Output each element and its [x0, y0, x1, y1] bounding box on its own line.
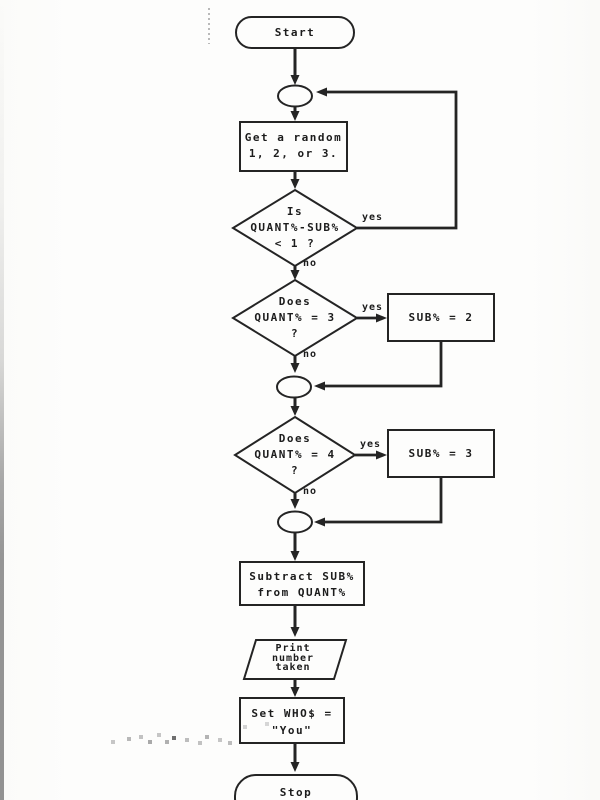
arrowhead-down	[290, 499, 300, 509]
decision-1-line-2: QUANT%-SUB%	[250, 221, 340, 234]
edge-connector1-to-getrandom	[290, 107, 300, 121]
decision-1-no-label: no	[303, 258, 318, 269]
arrowhead-down	[290, 363, 300, 373]
sub-is-2-label: SUB% = 2	[408, 311, 474, 324]
print-io-shape	[242, 639, 348, 680]
arrowhead-down	[290, 762, 300, 772]
start-label: Start	[274, 26, 316, 39]
edge-subtract-to-print	[290, 605, 300, 637]
stop-terminator-shape	[234, 774, 358, 800]
arrowhead-left	[314, 517, 325, 527]
decision-1-line-3: < 1 ?	[274, 237, 316, 250]
edge-decision1-yes-loop	[316, 87, 458, 230]
edge-decision3-no	[290, 493, 300, 509]
arrowhead-down	[290, 270, 300, 280]
decision-3-line-3: ?	[290, 464, 300, 477]
edge-sub3-to-connector3	[314, 477, 443, 527]
edge-decision2-yes	[357, 313, 387, 323]
subtract-line-2: from QUANT%	[257, 586, 347, 599]
get-random-process-shape	[239, 121, 348, 172]
edge-connector2-to-decision3	[290, 398, 300, 416]
edge-decision2-no	[290, 356, 300, 373]
arrowhead-down	[290, 111, 300, 121]
subtract-line-1: Subtract SUB%	[249, 570, 355, 583]
arrowhead-down	[290, 406, 300, 416]
subtract-process-shape	[239, 561, 365, 606]
decision-2-line-3: ?	[290, 327, 300, 340]
get-random-line-1: Get a random	[244, 131, 343, 144]
print-line-1: Print	[275, 643, 311, 654]
arrowhead-left	[314, 381, 325, 391]
edge-decision1-no	[290, 266, 300, 280]
edge-decision3-yes	[355, 450, 387, 460]
sub-is-3-process-shape	[387, 429, 495, 478]
edge-print-to-setwho	[290, 679, 300, 697]
sub-is-2-process-shape	[387, 293, 495, 342]
decision-2-no-label: no	[303, 349, 318, 360]
connector-1-shape	[277, 84, 313, 108]
decision-3-no-label: no	[303, 486, 318, 497]
decision-3-line-2: QUANT% = 4	[254, 448, 336, 461]
edge-sub2-to-connector2	[314, 341, 443, 391]
set-who-line-2: "You"	[271, 724, 313, 737]
arrowhead-down	[290, 551, 300, 561]
arrowhead-down	[290, 627, 300, 637]
sub-is-3-label: SUB% = 3	[408, 447, 474, 460]
decision-3-line-1: Does	[278, 432, 312, 445]
decision-3-yes-label: yes	[360, 439, 382, 450]
edge-setwho-to-stop	[290, 743, 300, 772]
connector-2-shape	[276, 375, 312, 399]
connector-3-shape	[277, 510, 313, 534]
arrowhead-down	[290, 179, 300, 189]
edge-getrandom-to-decision1	[290, 171, 300, 189]
decision-1-yes-label: yes	[362, 212, 384, 223]
decision-2-yes-label: yes	[362, 302, 384, 313]
get-random-line-2: 1, 2, or 3.	[248, 147, 339, 160]
stop-label: Stop	[279, 786, 313, 799]
edge-connector3-to-subtract	[290, 533, 300, 561]
decision-2-line-1: Does	[278, 295, 312, 308]
arrowhead-down	[290, 75, 300, 85]
decision-2-line-2: QUANT% = 3	[254, 311, 336, 324]
arrowhead-left	[316, 87, 327, 97]
arrowhead-down	[290, 687, 300, 697]
scan-page-edge-shadow	[0, 0, 4, 800]
arrowhead-right	[376, 313, 387, 323]
arrowhead-right	[376, 450, 387, 460]
print-line-2: number	[271, 652, 315, 664]
set-who-process-shape	[239, 697, 345, 744]
set-who-line-1: Set WHO$ =	[251, 707, 333, 720]
scan-artifact-dotted-line	[208, 8, 210, 44]
print-line-3: taken	[275, 662, 311, 673]
decision-1-line-1: Is	[286, 205, 304, 218]
edge-start-to-connector1	[290, 48, 300, 85]
